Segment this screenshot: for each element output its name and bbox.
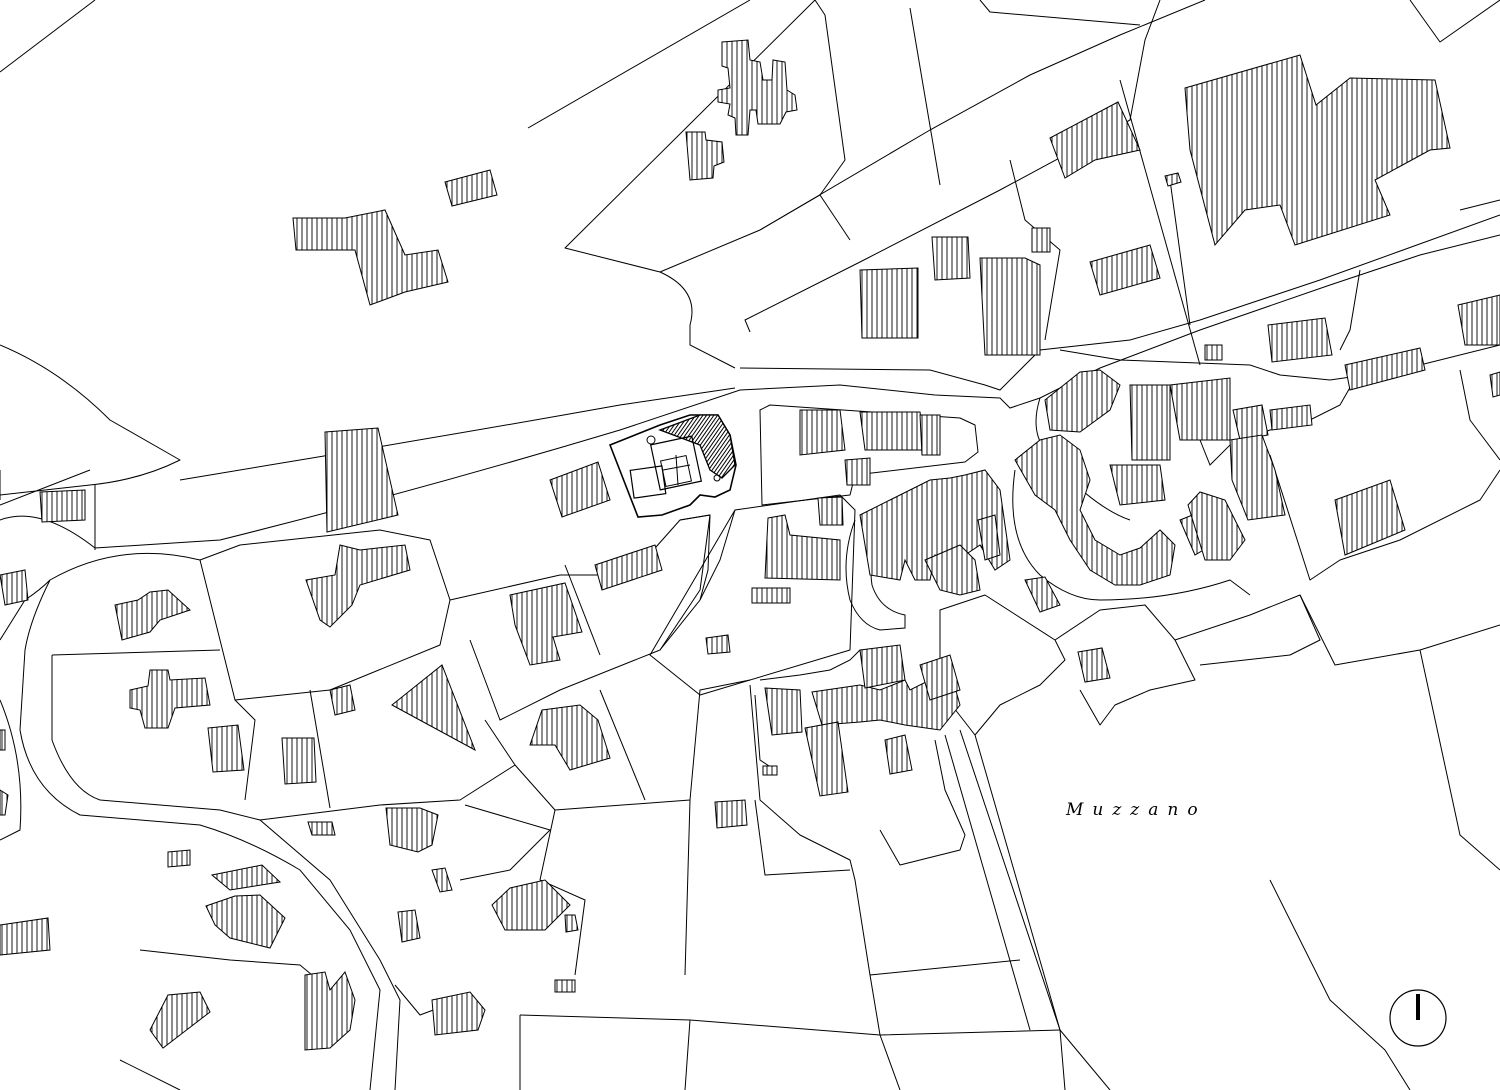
place-label-muzzano: Muzzano — [1066, 800, 1207, 820]
north-arrow-icon — [1389, 989, 1447, 1047]
project-site — [608, 414, 737, 518]
buildings — [0, 39, 1500, 1051]
